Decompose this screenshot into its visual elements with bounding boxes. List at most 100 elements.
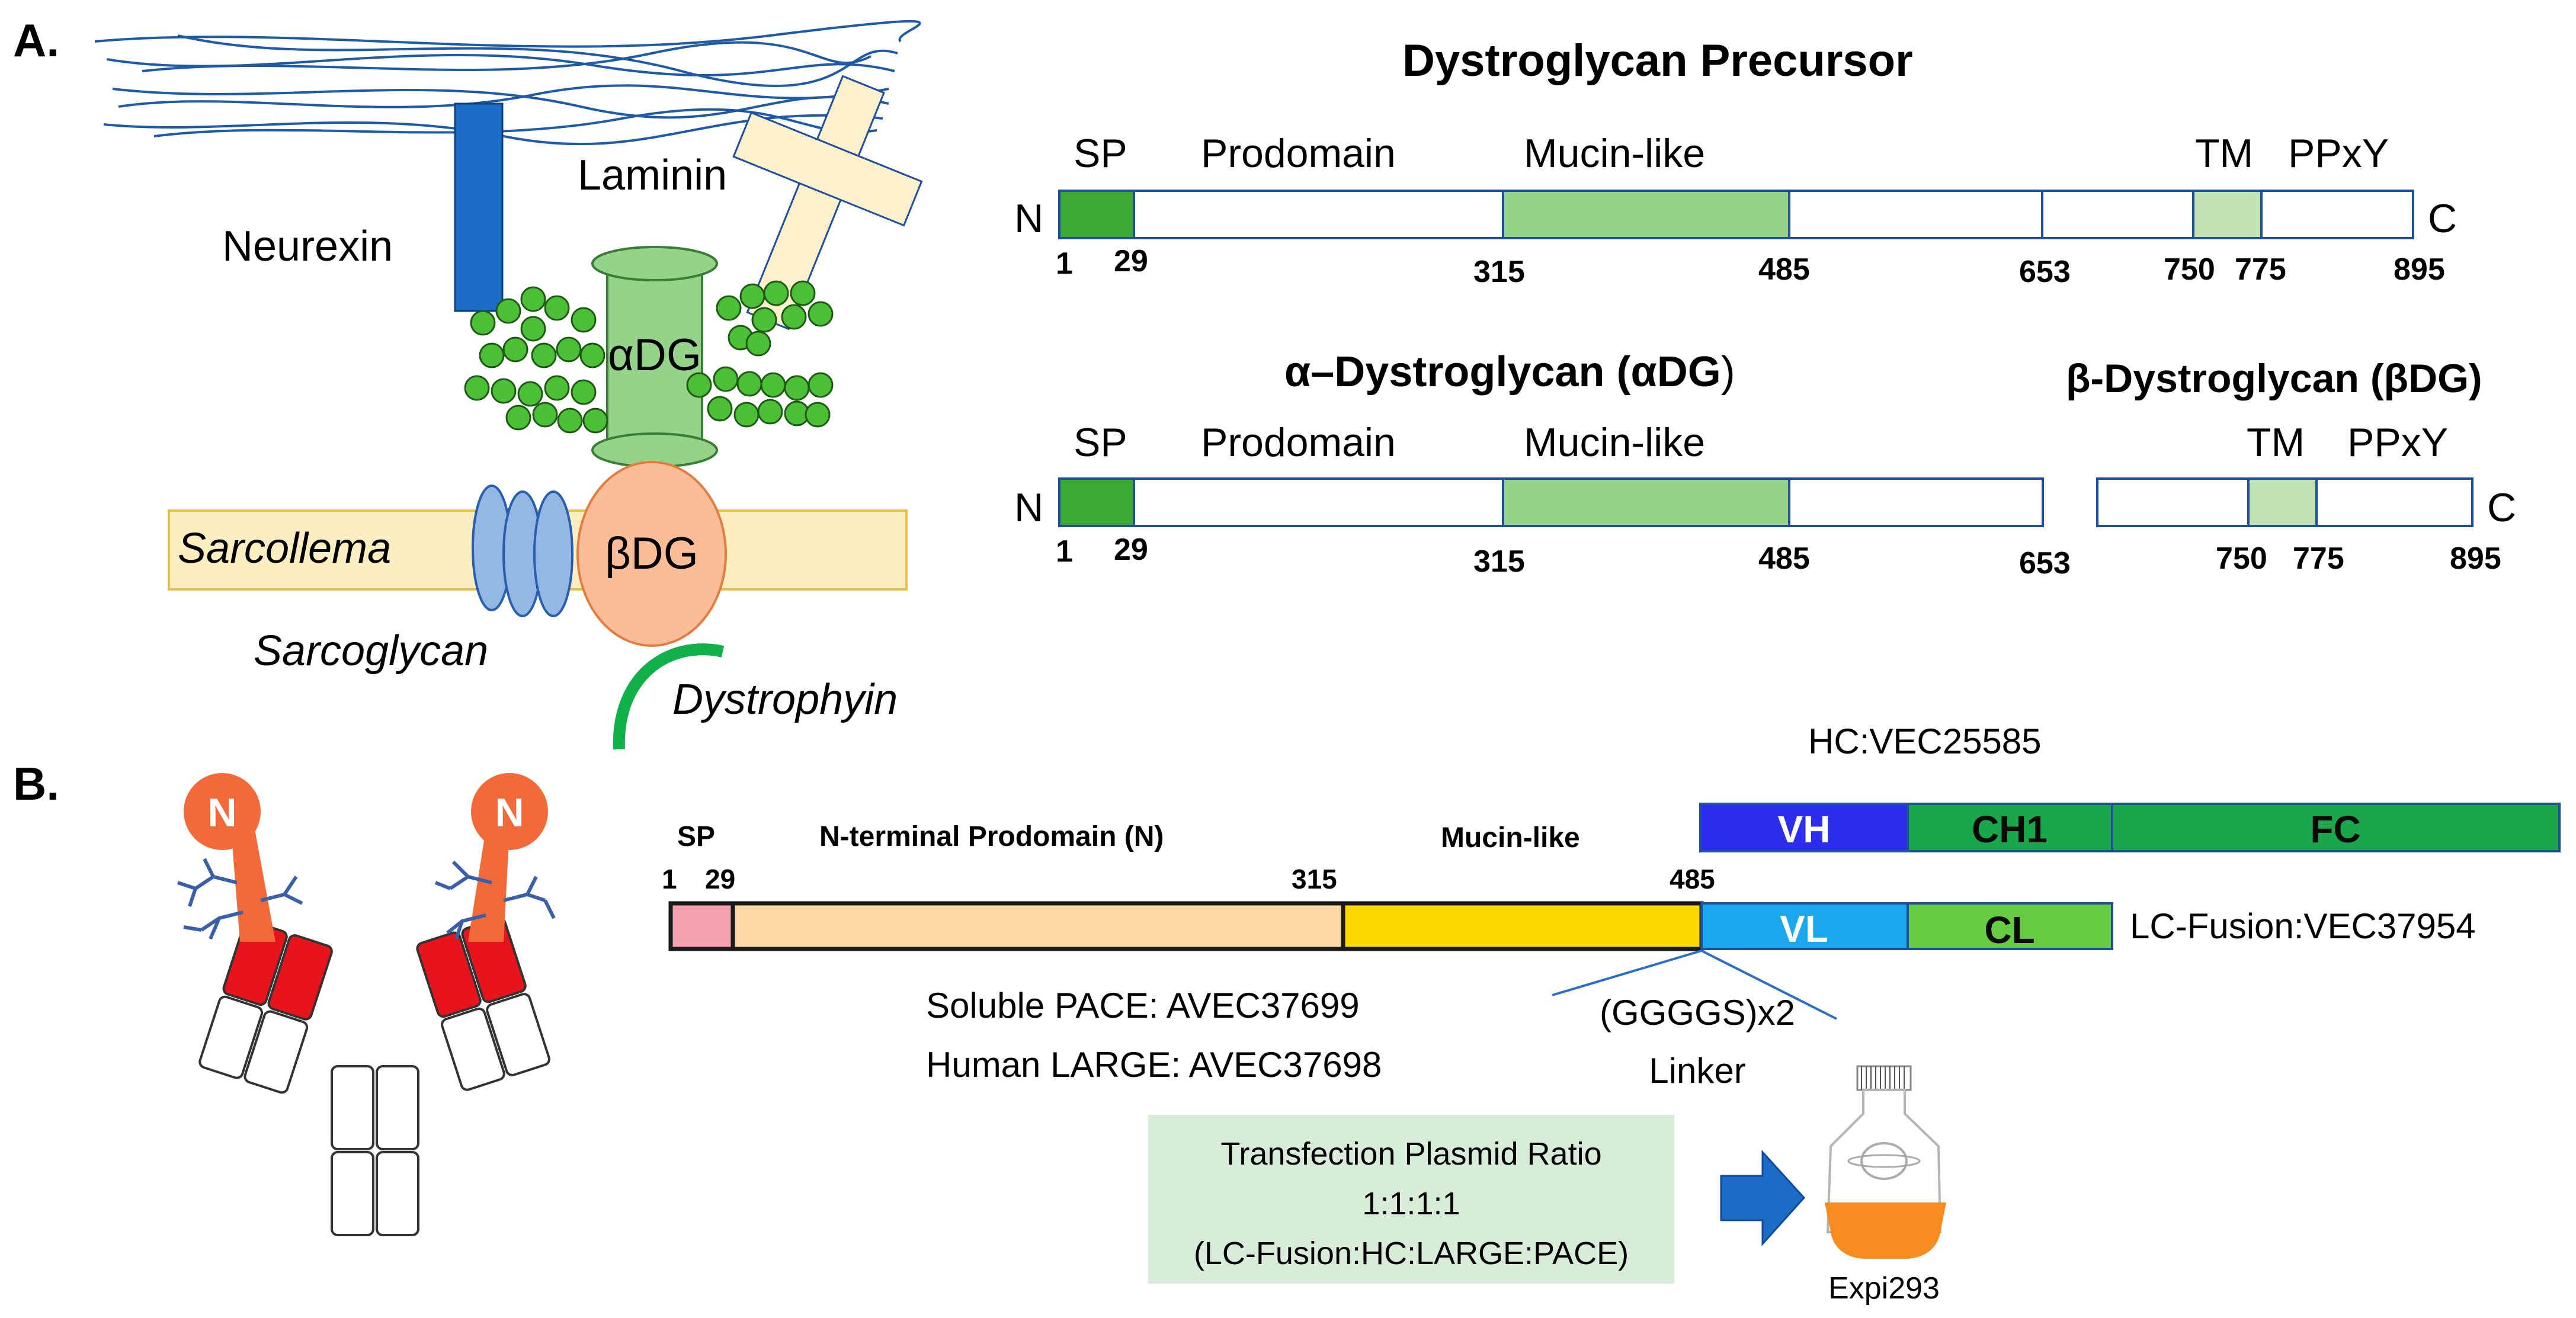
cell-line-label: Expi293 — [1828, 1271, 1940, 1306]
heavy-chain-bar — [1699, 803, 2561, 852]
precursor-n-label: N — [1014, 196, 1043, 241]
construct-pace: Soluble PACE: AVEC37699 — [926, 986, 1360, 1025]
neurexin-label: Neurexin — [222, 223, 393, 270]
position-label: 485 — [1758, 252, 1810, 287]
laminin-fibers — [94, 20, 921, 146]
position-label: 315 — [1473, 255, 1525, 289]
beta-c-label: C — [2487, 485, 2516, 530]
alpha-mucin-segment — [1502, 477, 1790, 527]
cl-label: CL — [1984, 909, 2034, 951]
linker-sequence: (GGGGS)x2 — [1600, 993, 1795, 1032]
alpha-dg-label: αDG — [608, 330, 701, 380]
alpha-n-label: N — [1014, 485, 1043, 530]
beta-dg-label: βDG — [605, 528, 699, 579]
alpha-positions: 1 29 315 485 653 — [1056, 533, 2071, 581]
position-label: 485 — [1670, 864, 1715, 894]
precursor-positions: 1 29 315 485 653 750 775 895 — [1056, 244, 2445, 289]
vh-label: VH — [1778, 808, 1831, 851]
fusion-prodomain-label: N-terminal Prodomain (N) — [819, 821, 1164, 852]
vl-segment — [1700, 902, 1909, 950]
linker-label: Linker — [1649, 1051, 1745, 1091]
beta-dg-shape — [576, 461, 727, 647]
position-label: 775 — [2293, 541, 2344, 576]
transfection-order: (LC-Fusion:HC:LARGE:PACE) — [1194, 1236, 1629, 1271]
precursor-prodomain-label: Prodomain — [1201, 131, 1396, 176]
beta-tm-label: TM — [2247, 420, 2305, 465]
linker-callout-lines — [1552, 950, 1837, 1020]
ch1-label: CH1 — [1972, 808, 2048, 851]
fc-label: FC — [2310, 808, 2360, 851]
position-label: 653 — [2019, 546, 2071, 581]
antibody-fusion-cartoon — [177, 773, 556, 1236]
position-label: 29 — [1114, 244, 1148, 278]
precursor-mucin-label: Mucin-like — [1524, 131, 1705, 176]
alpha-prodomain-label: Prodomain — [1201, 420, 1396, 465]
position-label: 315 — [1473, 544, 1525, 579]
alpha-dg-title-suffix: ) — [1721, 348, 1735, 396]
position-label: 895 — [2394, 252, 2445, 287]
position-label: 895 — [2450, 541, 2501, 576]
fusion-positions: 1 29 315 485 — [662, 864, 1715, 894]
beta-dg-title: β-Dystroglycan (βDG) — [2066, 356, 2482, 401]
lc-fusion-bar — [668, 901, 1704, 951]
alpha-sp-label: SP — [1074, 420, 1127, 465]
position-label: 29 — [1114, 533, 1148, 567]
construct-large: Human LARGE: AVEC37698 — [926, 1045, 1382, 1085]
position-label: 315 — [1292, 864, 1337, 894]
alpha-dg-shape — [591, 246, 718, 468]
fusion-prodomain-segment — [730, 901, 1345, 951]
position-label: 1 — [1056, 246, 1073, 281]
beta-tm-segment — [2247, 477, 2318, 527]
vh-segment — [1699, 803, 1909, 852]
position-label: 750 — [2216, 541, 2267, 576]
antibody-n-left: N — [207, 790, 236, 835]
precursor-title: Dystroglycan Precursor — [1402, 36, 1913, 86]
vl-label: VL — [1780, 907, 1828, 950]
fusion-mucin-label: Mucin-like — [1441, 822, 1580, 854]
right-arrow-icon — [1720, 1150, 1806, 1246]
alpha-dg-title: α–Dystroglycan (αDG) — [1284, 348, 1735, 396]
transfection-box — [1148, 1115, 1674, 1284]
dystrophyin-label: Dystrophyin — [672, 676, 898, 723]
position-label: 485 — [1758, 541, 1810, 576]
culture-flask-icon — [1825, 1065, 1946, 1259]
transfection-ratio: 1:1:1:1 — [1362, 1186, 1460, 1221]
fusion-sp-label: SP — [677, 821, 715, 852]
lc-name: LC-Fusion:VEC37954 — [2130, 906, 2476, 946]
precursor-c-label: C — [2428, 196, 2457, 241]
laminin-label: Laminin — [578, 152, 727, 199]
position-label: 29 — [705, 864, 735, 894]
precursor-ppxy-label: PPxY — [2288, 131, 2389, 176]
precursor-bar — [1058, 190, 2414, 239]
ch1-segment — [1907, 803, 2113, 852]
panel-b-label: B. — [13, 758, 59, 810]
neurexin-shape — [454, 102, 504, 312]
sarcoglycan-label: Sarcoglycan — [254, 627, 488, 675]
panel-a-label: A. — [13, 14, 59, 66]
light-chain-bar — [1700, 902, 2113, 950]
precursor-sp-label: SP — [1074, 131, 1127, 176]
beta-ppxy-label: PPxY — [2347, 420, 2448, 465]
position-label: 775 — [2235, 252, 2286, 287]
alpha-dg-title-abbr: αDG — [1630, 348, 1720, 396]
precursor-tm-label: TM — [2195, 131, 2253, 176]
alpha-dg-bar — [1058, 477, 2044, 527]
glycan-dots — [464, 280, 834, 434]
alpha-sp-segment — [1058, 477, 1135, 527]
precursor-tm-segment — [2192, 190, 2263, 239]
precursor-mucin-segment — [1502, 190, 1790, 239]
cl-segment — [1907, 902, 2113, 950]
beta-positions: 750 775 895 — [2216, 541, 2501, 576]
transfection-title: Transfection Plasmid Ratio — [1220, 1136, 1601, 1172]
sarcoglycan-shape — [472, 485, 573, 617]
hc-name: HC:VEC25585 — [1808, 721, 2042, 761]
alpha-dg-title-prefix: α–Dystroglycan ( — [1284, 348, 1630, 396]
position-label: 1 — [1056, 534, 1073, 569]
position-label: 653 — [2019, 255, 2071, 289]
position-label: 750 — [2164, 252, 2215, 287]
antibody-n-right: N — [495, 790, 524, 835]
precursor-sp-segment — [1058, 190, 1135, 239]
fc-segment — [2111, 803, 2561, 852]
alpha-mucin-label: Mucin-like — [1524, 420, 1705, 465]
